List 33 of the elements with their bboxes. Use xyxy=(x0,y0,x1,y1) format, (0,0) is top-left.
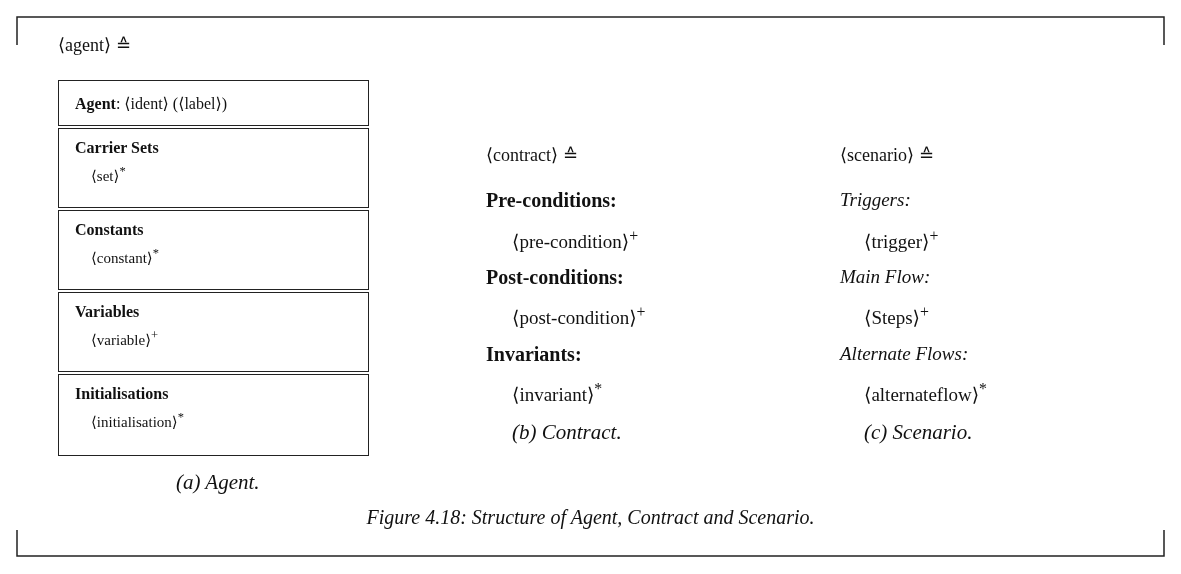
section-heading: Triggers: xyxy=(840,189,911,211)
section-box xyxy=(58,292,369,372)
grammar-item: ⟨set⟩$^{*}$ xyxy=(90,163,127,186)
section-box xyxy=(58,128,369,208)
definition-heading: ⟨contract⟩ ≙ xyxy=(486,144,578,166)
section-heading: Post-conditions: xyxy=(486,265,624,289)
box-title: Agent: ⟨ident⟩ (⟨label⟩) xyxy=(75,94,229,115)
section-heading: Pre-conditions: xyxy=(486,188,617,212)
definition-heading: ⟨agent⟩ ≙ xyxy=(58,34,131,56)
box-heading: Variables xyxy=(75,302,141,322)
section-heading: Alternate Flows: xyxy=(840,343,969,365)
subfigure-caption: (c) Scenario. xyxy=(864,419,973,445)
section-box xyxy=(58,80,369,126)
box-heading: Carrier Sets xyxy=(75,138,160,158)
grammar-item: ⟨initialisation⟩$^{*}$ xyxy=(90,409,185,432)
grammar-item: ⟨post-condition⟩$^{+}$ xyxy=(512,302,646,330)
section-heading: Invariants: xyxy=(486,342,582,366)
grammar-item: ⟨invariant⟩$^{*}$ xyxy=(512,379,603,407)
section-heading: Main Flow: xyxy=(840,266,931,288)
section-box xyxy=(58,374,369,456)
definition-heading: ⟨scenario⟩ ≙ xyxy=(840,144,934,166)
grammar-item: ⟨constant⟩$^{*}$ xyxy=(90,245,160,268)
box-heading: Initialisations xyxy=(75,384,170,404)
grammar-item: ⟨alternateflow⟩$^{*}$ xyxy=(864,379,987,407)
grammar-item: ⟨Steps⟩$^{+}$ xyxy=(864,302,929,330)
grammar-item: ⟨trigger⟩$^{+}$ xyxy=(864,226,939,254)
figure-caption: Figure 4.18: Structure of Agent, Contract and Scenario. xyxy=(365,506,816,529)
subfigure-caption: (b) Contract. xyxy=(512,419,622,445)
grammar-item: ⟨variable⟩$^{+}$ xyxy=(90,327,160,350)
section-box xyxy=(58,210,369,290)
box-heading: Constants xyxy=(75,220,145,240)
subfigure-caption: (a) Agent. xyxy=(176,469,260,495)
grammar-item: ⟨pre-condition⟩$^{+}$ xyxy=(512,226,639,254)
